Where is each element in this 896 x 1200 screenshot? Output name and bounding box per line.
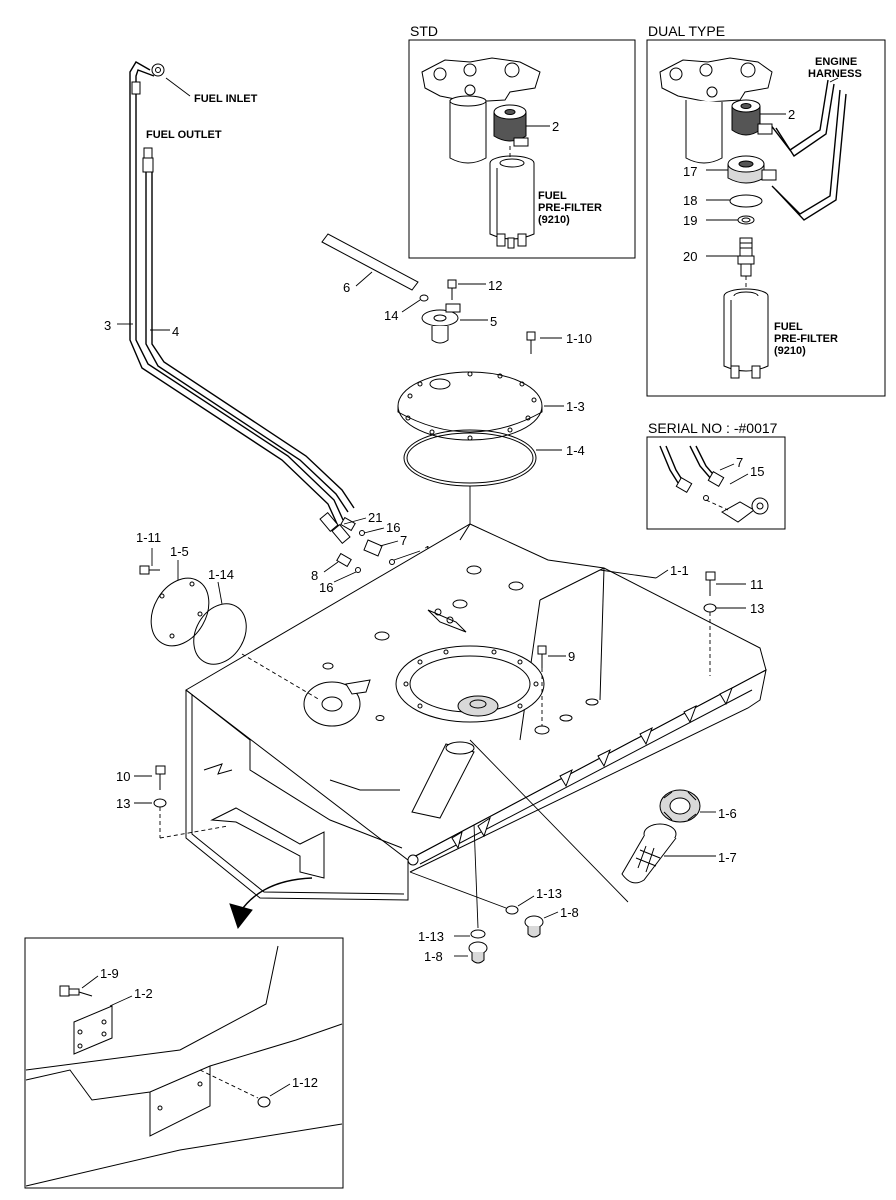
plug-1-8-lower (468, 941, 488, 964)
std-filter-label-line2: PRE-FILTER (538, 202, 602, 214)
suction-pipe-6 (321, 233, 419, 291)
dual-harness-line2: HARNESS (808, 68, 862, 80)
serial-box: SERIAL NO : -#0017 7 15 (646, 420, 786, 530)
std-title: STD (410, 23, 438, 39)
dual-frame (646, 39, 886, 397)
detail-arrow (239, 877, 313, 913)
washer-13-right (703, 603, 717, 613)
callout-1-10: 1-10 (566, 331, 592, 346)
dual-filter-label-line1: FUEL (774, 321, 803, 333)
strainer-1-7 (621, 823, 677, 884)
plug-1-8-right (524, 915, 544, 938)
dual-callout-20: 20 (683, 249, 697, 264)
tank-cover-1-3 (397, 371, 543, 441)
detail-callout-1-2: 1-2 (134, 986, 153, 1001)
callout-1-8-right: 1-8 (560, 905, 579, 920)
detail-frame (24, 937, 344, 1189)
callout-9: 9 (568, 649, 575, 664)
callout-1-6: 1-6 (718, 806, 737, 821)
callout-21: 21 (368, 510, 382, 525)
seal-1-13-lower (470, 929, 486, 939)
callout-1-11: 1-11 (136, 530, 161, 545)
callout-14: 14 (384, 308, 398, 323)
dual-filter-head-illustration (659, 57, 773, 164)
callout-4: 4 (172, 324, 179, 339)
std-filter-head-illustration (421, 57, 541, 164)
dual-seal-19 (737, 215, 755, 225)
dual-adapter-17 (727, 155, 777, 184)
callout-1-14: 1-14 (208, 567, 234, 582)
callout-1-3: 1-3 (566, 399, 585, 414)
callout-1-5: 1-5 (170, 544, 189, 559)
callout-10: 10 (116, 769, 130, 784)
detail-callout-1-12: 1-12 (292, 1075, 318, 1090)
detail-plate-1-2 (73, 1005, 113, 1055)
std-filter-label-line3: (9210) (538, 214, 570, 226)
washer-13-left (153, 798, 167, 808)
callout-1-13-right: 1-13 (536, 886, 562, 901)
serial-callout-15: 15 (750, 464, 764, 479)
callout-11: 11 (750, 577, 764, 592)
callout-1-8-lower: 1-8 (424, 949, 443, 964)
callout-1-1: 1-1 (670, 563, 689, 578)
callout-6: 6 (343, 280, 350, 295)
inspection-plate-group (139, 565, 321, 701)
fuel-hoses (129, 61, 355, 545)
callout-13-right: 13 (750, 601, 764, 616)
tank-mount-bracket (210, 807, 325, 879)
callout-13-left: 13 (116, 796, 130, 811)
callout-3: 3 (104, 318, 111, 333)
dual-harness-line1: ENGINE (815, 56, 857, 68)
callout-12: 12 (488, 278, 502, 293)
callout-7: 7 (400, 533, 407, 548)
dual-filter-label-line2: PRE-FILTER (774, 333, 838, 345)
std-callout-2: 2 (552, 119, 559, 134)
dual-nipple-20 (737, 237, 755, 277)
dual-filter-label-line3: (9210) (774, 345, 806, 357)
callout-1-7: 1-7 (718, 850, 737, 865)
detail-callout-1-9: 1-9 (100, 966, 119, 981)
bolt-12 (447, 279, 457, 289)
dual-title: DUAL TYPE (648, 23, 725, 39)
dual-box: DUAL TYPE ENGINE HARNESS 2 (646, 23, 886, 397)
callout-16-upper: 16 (386, 520, 400, 535)
callout-1-4: 1-4 (566, 443, 585, 458)
bolt-11 (705, 571, 716, 581)
detail-box: 1-9 1-2 1-12 (24, 937, 344, 1189)
dual-callout-17: 17 (683, 164, 697, 179)
dual-callout-18: 18 (683, 193, 697, 208)
fuel-inlet-label: FUEL INLET (194, 93, 258, 105)
bolt-10 (155, 765, 166, 775)
bolt-9 (537, 645, 547, 655)
callout-5: 5 (490, 314, 497, 329)
seal-1-13-right (505, 905, 519, 915)
std-box: STD 2 FUEL (408, 23, 636, 259)
dual-sensor-2 (731, 99, 773, 136)
dual-prefilter-illustration (723, 288, 769, 379)
fuel-outlet-label: FUEL OUTLET (146, 129, 222, 141)
bolt-1-10 (526, 331, 536, 341)
serial-title: SERIAL NO : -#0017 (648, 420, 778, 436)
std-water-sensor (493, 104, 529, 147)
fuel-sender-5 (419, 294, 461, 344)
dual-callout-2: 2 (788, 107, 795, 122)
detail-nut-1-12 (257, 1096, 271, 1108)
serial-callout-7: 7 (736, 455, 743, 470)
filler-cap-1-6 (659, 789, 701, 823)
serial-frame (646, 436, 786, 530)
dual-callout-19: 19 (683, 213, 697, 228)
fuel-tank-1-1 (185, 523, 767, 901)
std-frame (408, 39, 636, 259)
dual-oring-18 (729, 194, 763, 208)
std-prefilter-illustration (489, 155, 535, 249)
callout-8: 8 (311, 568, 318, 583)
callout-1-13-lower: 1-13 (418, 929, 444, 944)
std-filter-label-line1: FUEL (538, 190, 567, 202)
detail-bolt-1-9 (59, 985, 93, 997)
callout-16-lower: 16 (319, 580, 333, 595)
